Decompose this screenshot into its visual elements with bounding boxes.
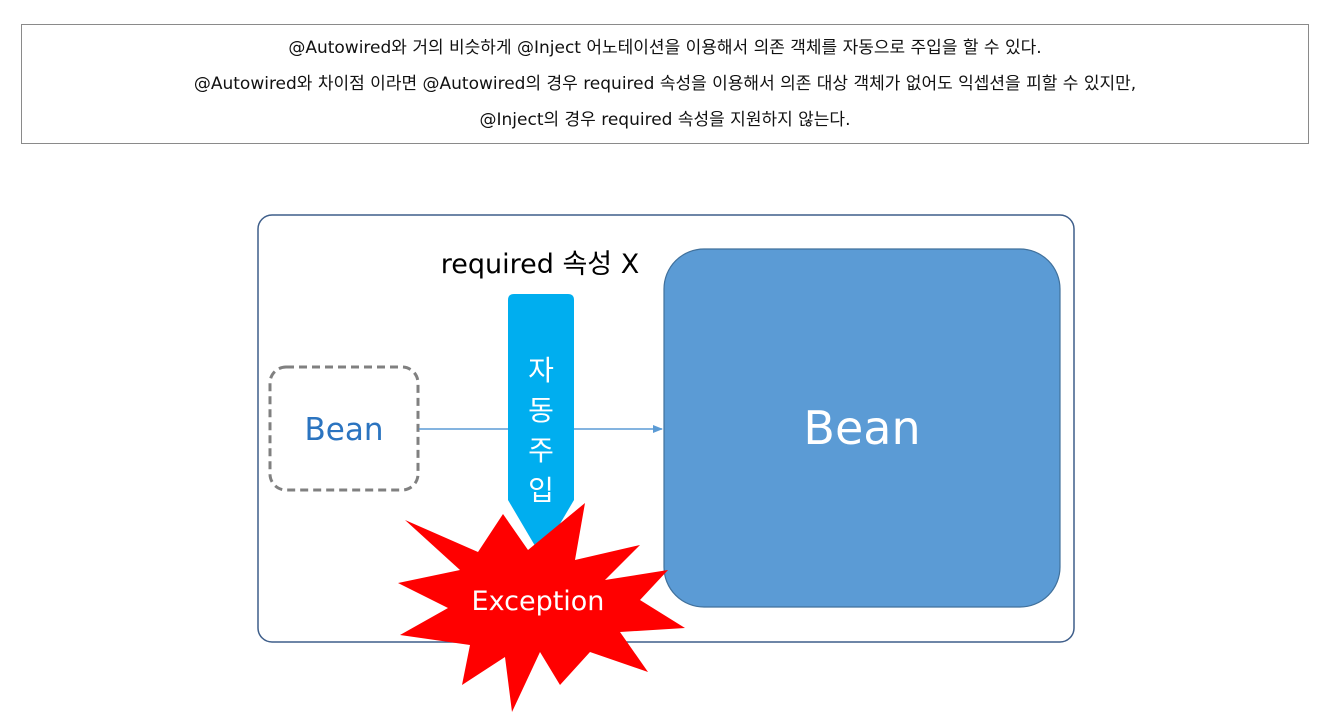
target-bean-box <box>663 248 1061 608</box>
description-line-2: @Autowired와 차이점 이라면 @Autowired의 경우 requi… <box>193 74 1137 94</box>
description-box: @Autowired와 거의 비슷하게 @Inject 어노테이션을 이용해서 … <box>21 24 1309 144</box>
description-line-1: @Autowired와 거의 비슷하게 @Inject 어노테이션을 이용해서 … <box>288 38 1042 58</box>
injection-char-2: 동 <box>528 394 554 427</box>
source-bean-box <box>268 365 420 492</box>
injection-char-1: 자 <box>528 354 554 387</box>
exception-burst-icon <box>398 503 685 712</box>
exception-label: Exception <box>472 586 605 617</box>
source-bean-label: Bean <box>305 412 384 448</box>
injection-arrow-icon <box>508 294 574 556</box>
injection-char-4: 입 <box>528 474 554 507</box>
required-attribute-label: required 속성 X <box>441 249 639 280</box>
description-line-3: @Inject의 경우 required 속성을 지원하지 않는다. <box>479 110 851 130</box>
injection-char-3: 주 <box>528 434 554 467</box>
target-bean-label: Bean <box>803 401 920 455</box>
